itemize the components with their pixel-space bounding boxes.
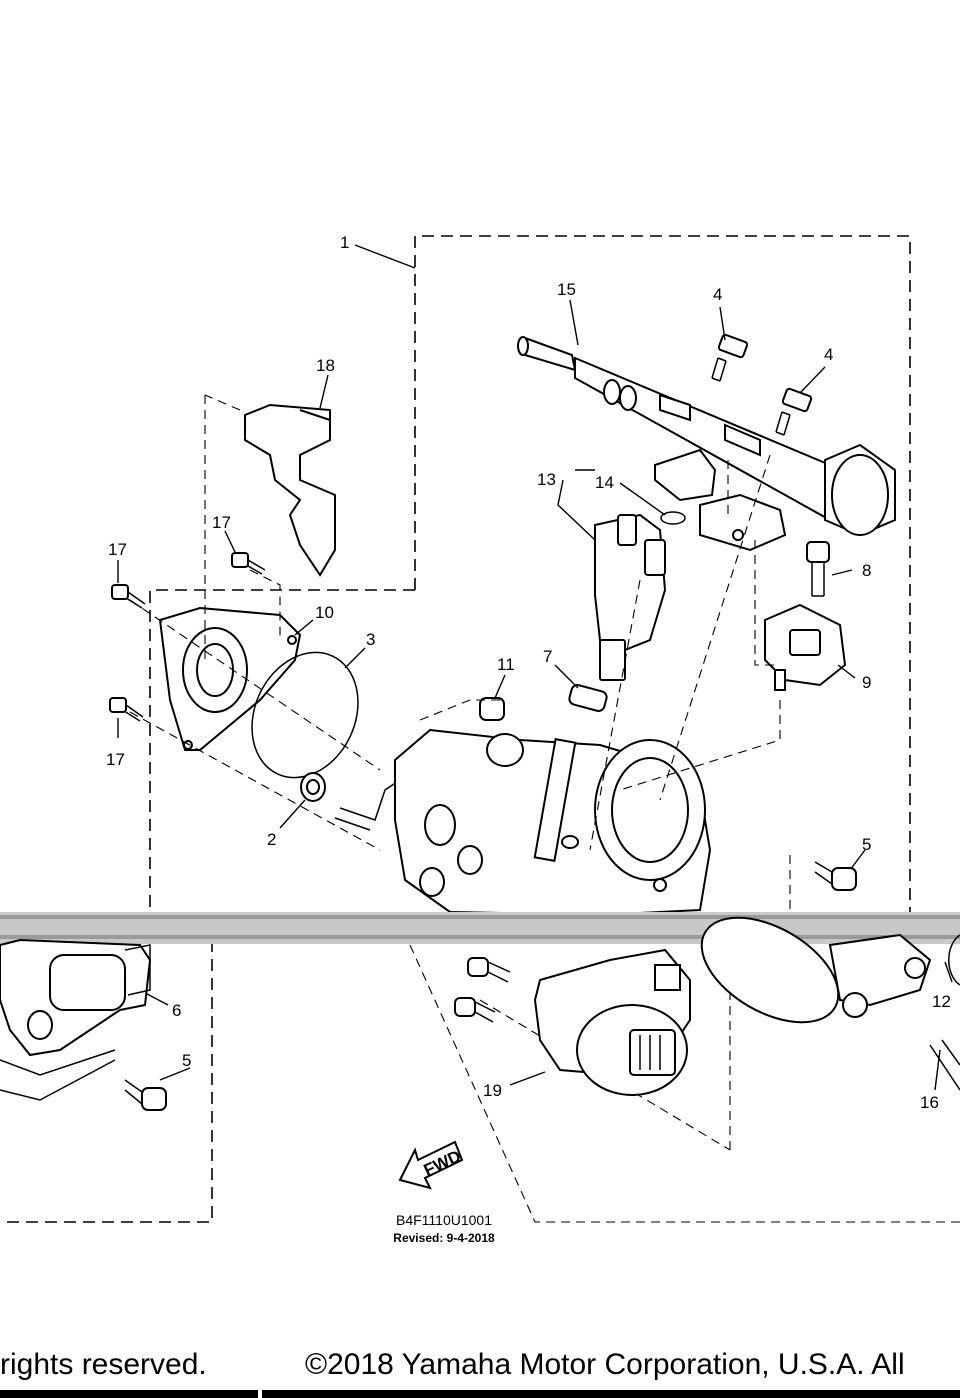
footer-bar bbox=[0, 1390, 960, 1398]
callout-19: 19 bbox=[483, 1081, 502, 1100]
screw-19a bbox=[467, 957, 511, 983]
o-ring-3 bbox=[251, 651, 359, 779]
drawing-code: B4F1110U1001 bbox=[396, 1212, 492, 1228]
callout-5-bottom: 5 bbox=[182, 1051, 191, 1070]
callout-13: 13 bbox=[537, 470, 556, 489]
housing-12 bbox=[700, 916, 932, 1024]
screw-5-bottom bbox=[124, 1079, 167, 1111]
screw-5-right bbox=[814, 861, 857, 891]
pipe bbox=[334, 779, 401, 831]
copyright-right: ©2018 Yamaha Motor Corporation, U.S.A. A… bbox=[305, 1348, 905, 1381]
callout-15: 15 bbox=[557, 280, 576, 299]
valve-19 bbox=[533, 948, 691, 1096]
hose-16 bbox=[929, 1039, 960, 1091]
callout-11: 11 bbox=[497, 655, 515, 674]
screw-19b bbox=[454, 997, 496, 1023]
revision-date: Revised: 9-4-2018 bbox=[393, 1231, 495, 1245]
throttle-body bbox=[394, 728, 712, 917]
callout-17-left: 17 bbox=[108, 540, 127, 559]
callout-4b: 4 bbox=[824, 345, 833, 364]
footer-bar-gap bbox=[258, 1390, 262, 1398]
callout-4a: 4 bbox=[713, 285, 722, 304]
screw-17-left bbox=[111, 584, 146, 609]
callout-14: 14 bbox=[595, 473, 614, 492]
torn-band bbox=[0, 912, 960, 944]
copyright-left: rights reserved. bbox=[0, 1348, 207, 1381]
callout-6: 6 bbox=[172, 1001, 181, 1020]
ring-12-partial bbox=[948, 934, 960, 986]
clip-18 bbox=[244, 403, 336, 577]
callout-8: 8 bbox=[862, 561, 871, 580]
fwd-arrow: FWD bbox=[398, 1140, 464, 1190]
injector-13 bbox=[594, 513, 667, 681]
callouts: 1 2 3 4 4 5 5 6 7 8 9 10 11 12 13 14 15 … bbox=[106, 233, 951, 1112]
seal-7 bbox=[568, 684, 608, 712]
fuel-rail bbox=[517, 336, 896, 552]
leader-lines bbox=[117, 244, 953, 1151]
callout-5-right: 5 bbox=[862, 835, 871, 854]
callout-3: 3 bbox=[366, 630, 375, 649]
bolt-4a bbox=[711, 333, 749, 382]
callout-18: 18 bbox=[316, 356, 335, 375]
callout-12: 12 bbox=[932, 992, 951, 1011]
callout-17-bottom: 17 bbox=[106, 750, 125, 769]
seal-14 bbox=[660, 511, 686, 525]
callout-10: 10 bbox=[315, 603, 334, 622]
cover-10 bbox=[158, 606, 302, 751]
nut-2 bbox=[300, 772, 326, 802]
screw-17-bottom bbox=[109, 697, 144, 722]
cap-11 bbox=[479, 697, 505, 721]
callout-9: 9 bbox=[862, 673, 871, 692]
callout-17-top: 17 bbox=[212, 513, 231, 532]
sensor-6 bbox=[0, 938, 152, 1101]
screw-17-top bbox=[231, 552, 266, 575]
sensor-9 bbox=[764, 603, 847, 691]
assembly-boundary bbox=[0, 235, 960, 1223]
screw-8 bbox=[806, 541, 830, 597]
callout-7: 7 bbox=[543, 647, 552, 666]
callout-2: 2 bbox=[267, 830, 276, 849]
bolt-4b bbox=[775, 387, 813, 436]
callout-1: 1 bbox=[340, 233, 349, 252]
callout-16: 16 bbox=[920, 1093, 939, 1112]
